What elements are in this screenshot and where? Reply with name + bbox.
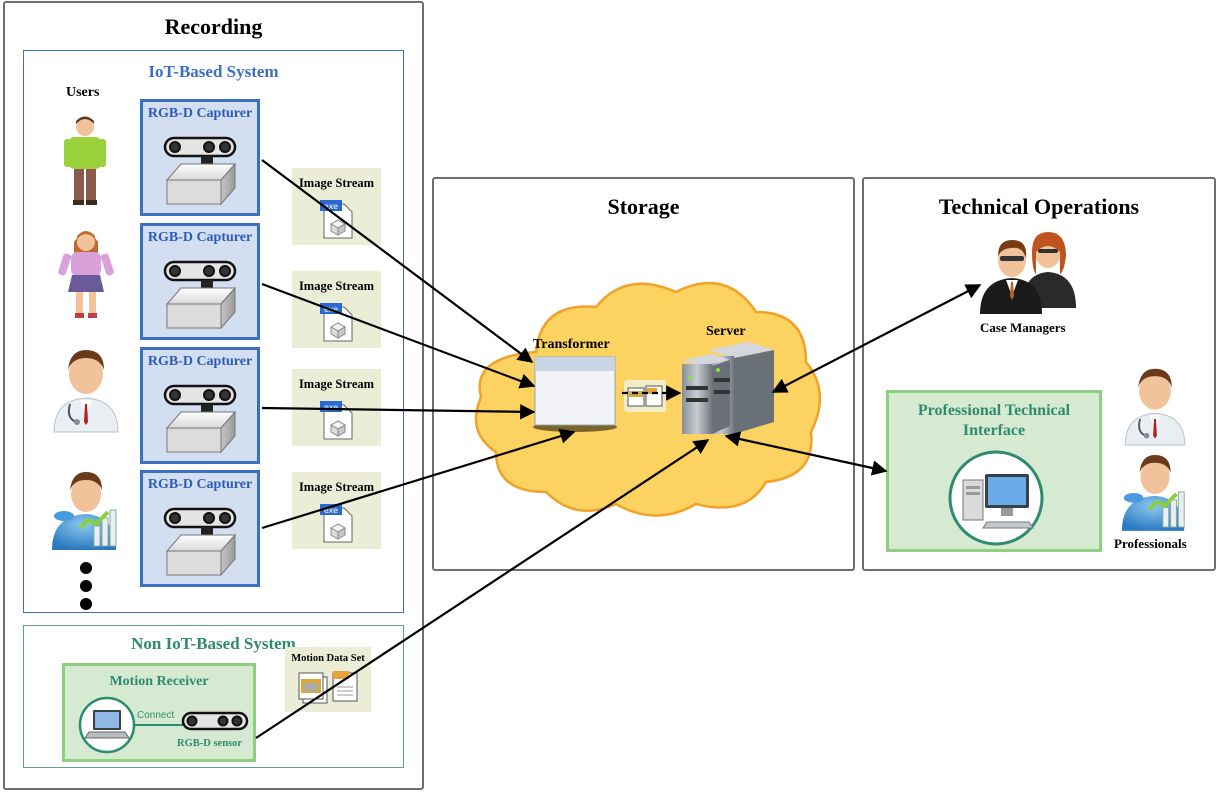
- server-icon[interactable]: [678, 342, 778, 438]
- image-stream-label: Image Stream: [298, 377, 375, 391]
- image-stream-label: Image Stream: [298, 480, 375, 494]
- rgbd-sensor-icon: [181, 711, 249, 731]
- rgbd-camera-icon: [163, 507, 237, 577]
- doctor-icon: [1124, 368, 1186, 446]
- window-icon[interactable]: [530, 355, 620, 435]
- user-female-icon: [58, 231, 114, 318]
- motion-data-set: Motion Data Set: [285, 647, 371, 712]
- capturer-label: RGB-D Capturer: [147, 477, 253, 492]
- connect-line: [135, 724, 185, 726]
- analyst-icon: [1121, 455, 1185, 531]
- professionals-label: Professionals: [1114, 536, 1187, 551]
- image-stream-label: Image Stream: [298, 176, 375, 190]
- rgbd-camera-icon: [163, 384, 237, 454]
- rgbd-capturer-2[interactable]: RGB-D Capturer: [140, 223, 260, 340]
- image-stream-label: Image Stream: [298, 279, 375, 293]
- iot-system-title: IoT-Based System: [148, 62, 279, 81]
- professional-technical-interface[interactable]: Professional Technical Interface: [886, 390, 1102, 552]
- capturer-label: RGB-D Capturer: [147, 354, 253, 369]
- rgbd-camera-icon: [163, 136, 237, 206]
- rgbd-capturer-3[interactable]: RGB-D Capturer: [140, 347, 260, 464]
- image-stream-4: Image Stream exe: [292, 472, 381, 549]
- laptop-icon: [78, 696, 136, 754]
- rgbd-camera-icon: [163, 260, 237, 330]
- rgbd-capturer-1[interactable]: RGB-D Capturer: [140, 99, 260, 216]
- data-files-icon: [298, 671, 358, 704]
- server-label: Server: [706, 324, 746, 339]
- rgbd-capturer-4[interactable]: RGB-D Capturer: [140, 470, 260, 587]
- more-users-dots-icon: [80, 562, 92, 610]
- image-stream-1: Image Stream exe: [292, 168, 381, 245]
- capturer-label: RGB-D Capturer: [147, 106, 253, 121]
- arrow-capturer2-to-transformer: [261, 282, 536, 389]
- non-iot-system-title: Non IoT-Based System: [131, 634, 296, 653]
- connect-label: Connect: [137, 710, 175, 721]
- users-label: Users: [66, 85, 100, 100]
- storage-title: Storage: [607, 194, 680, 219]
- svg-text:exe: exe: [324, 403, 338, 412]
- svg-text:exe: exe: [324, 202, 338, 211]
- motion-receiver-box[interactable]: Motion Receiver Connect RGB-D sensor: [62, 663, 256, 762]
- technical-operations-title: Technical Operations: [938, 194, 1140, 219]
- svg-text:exe: exe: [324, 506, 338, 515]
- case-managers-icon: [980, 232, 1076, 314]
- exe-file-icon: exe: [320, 504, 353, 543]
- case-managers-label: Case Managers: [980, 320, 1066, 335]
- arrow-motion-receiver-to-server: [255, 439, 710, 739]
- professional-technical-interface-title: Professional Technical Interface: [917, 402, 1071, 439]
- doctor-icon: [53, 350, 119, 433]
- exe-file-icon: exe: [320, 401, 353, 440]
- arrow-capturer3-to-transformer: [261, 404, 536, 420]
- analyst-icon: [52, 472, 117, 550]
- recording-title: Recording: [164, 14, 263, 39]
- arrow-capturer4-to-transformer: [261, 428, 576, 530]
- motion-data-set-label: Motion Data Set: [291, 653, 365, 664]
- arrow-server-interface: [724, 431, 888, 476]
- arrow-capturer1-to-transformer: [261, 159, 534, 363]
- computer-icon: [948, 450, 1044, 546]
- rgbd-sensor-label: RGB-D sensor: [177, 738, 243, 749]
- transformer-label: Transformer: [533, 337, 610, 352]
- arrow-server-case-managers: [771, 284, 982, 393]
- motion-receiver-label: Motion Receiver: [109, 674, 209, 689]
- capturer-label: RGB-D Capturer: [147, 230, 253, 245]
- user-male-icon: [64, 116, 106, 205]
- image-stream-3: Image Stream exe: [292, 369, 381, 446]
